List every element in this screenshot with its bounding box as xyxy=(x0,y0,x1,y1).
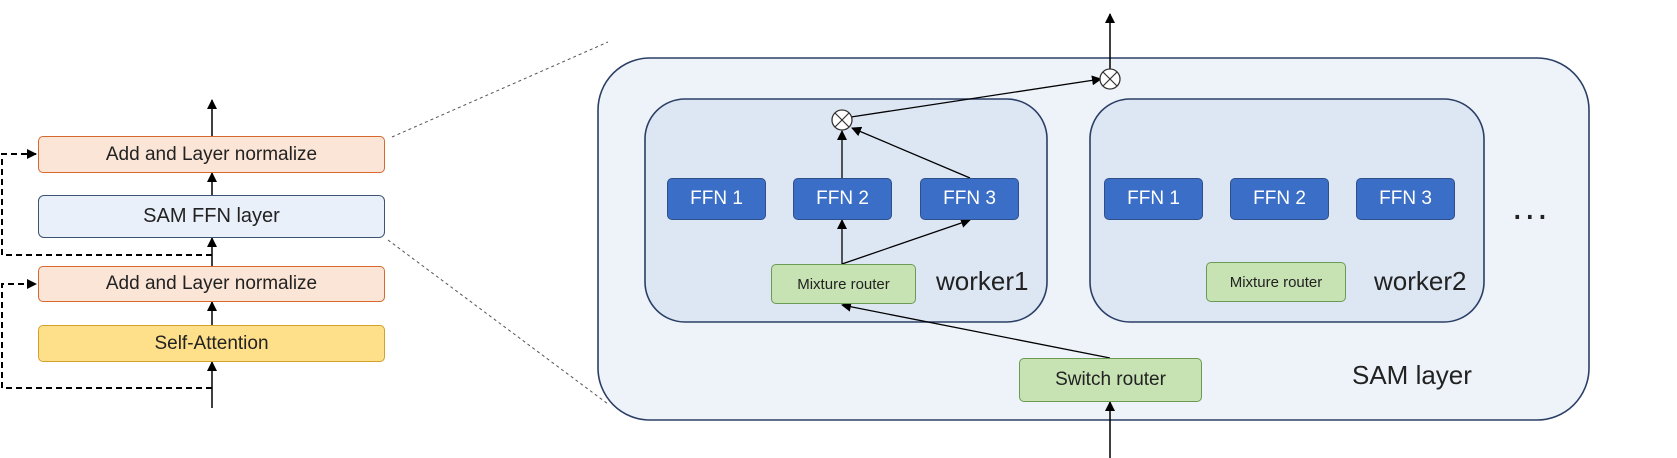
worker2-mixture-router: Mixture router xyxy=(1206,262,1346,302)
sam-ffn-layer-box: SAM FFN layer xyxy=(38,195,385,238)
zoom-line-bottom xyxy=(387,239,609,405)
combine-node-worker1 xyxy=(831,109,853,131)
zoom-line-top xyxy=(391,41,609,138)
worker1-label: worker1 xyxy=(936,266,1029,296)
residual-bottom xyxy=(1,279,212,389)
more-workers-ellipsis: ... xyxy=(1512,186,1550,228)
worker1-ffn-3: FFN 3 xyxy=(920,178,1019,220)
arrow-combine-top xyxy=(850,75,1102,118)
arrow-switch-mixture xyxy=(841,301,1111,359)
switch-router-box: Switch router xyxy=(1019,358,1202,402)
self-attention-box: Self-Attention xyxy=(38,325,385,362)
worker1-ffn-2: FFN 2 xyxy=(793,178,892,220)
residual-top xyxy=(1,149,212,256)
worker2-label: worker2 xyxy=(1374,266,1467,296)
add-layer-normalize-bottom: Add and Layer normalize xyxy=(38,266,385,302)
worker1-ffn-1: FFN 1 xyxy=(667,178,766,220)
worker2-ffn-3: FFN 3 xyxy=(1356,178,1455,220)
sam-layer-label: SAM layer xyxy=(1352,360,1472,390)
combine-node-top xyxy=(1099,68,1121,90)
worker1-mixture-router: Mixture router xyxy=(771,264,916,304)
arrow-mixture-ffn3 xyxy=(841,218,971,265)
arrow-ffn3-combine xyxy=(851,126,971,179)
worker2-ffn-1: FFN 1 xyxy=(1104,178,1203,220)
add-layer-normalize-top: Add and Layer normalize xyxy=(38,136,385,173)
worker2-ffn-2: FFN 2 xyxy=(1230,178,1329,220)
